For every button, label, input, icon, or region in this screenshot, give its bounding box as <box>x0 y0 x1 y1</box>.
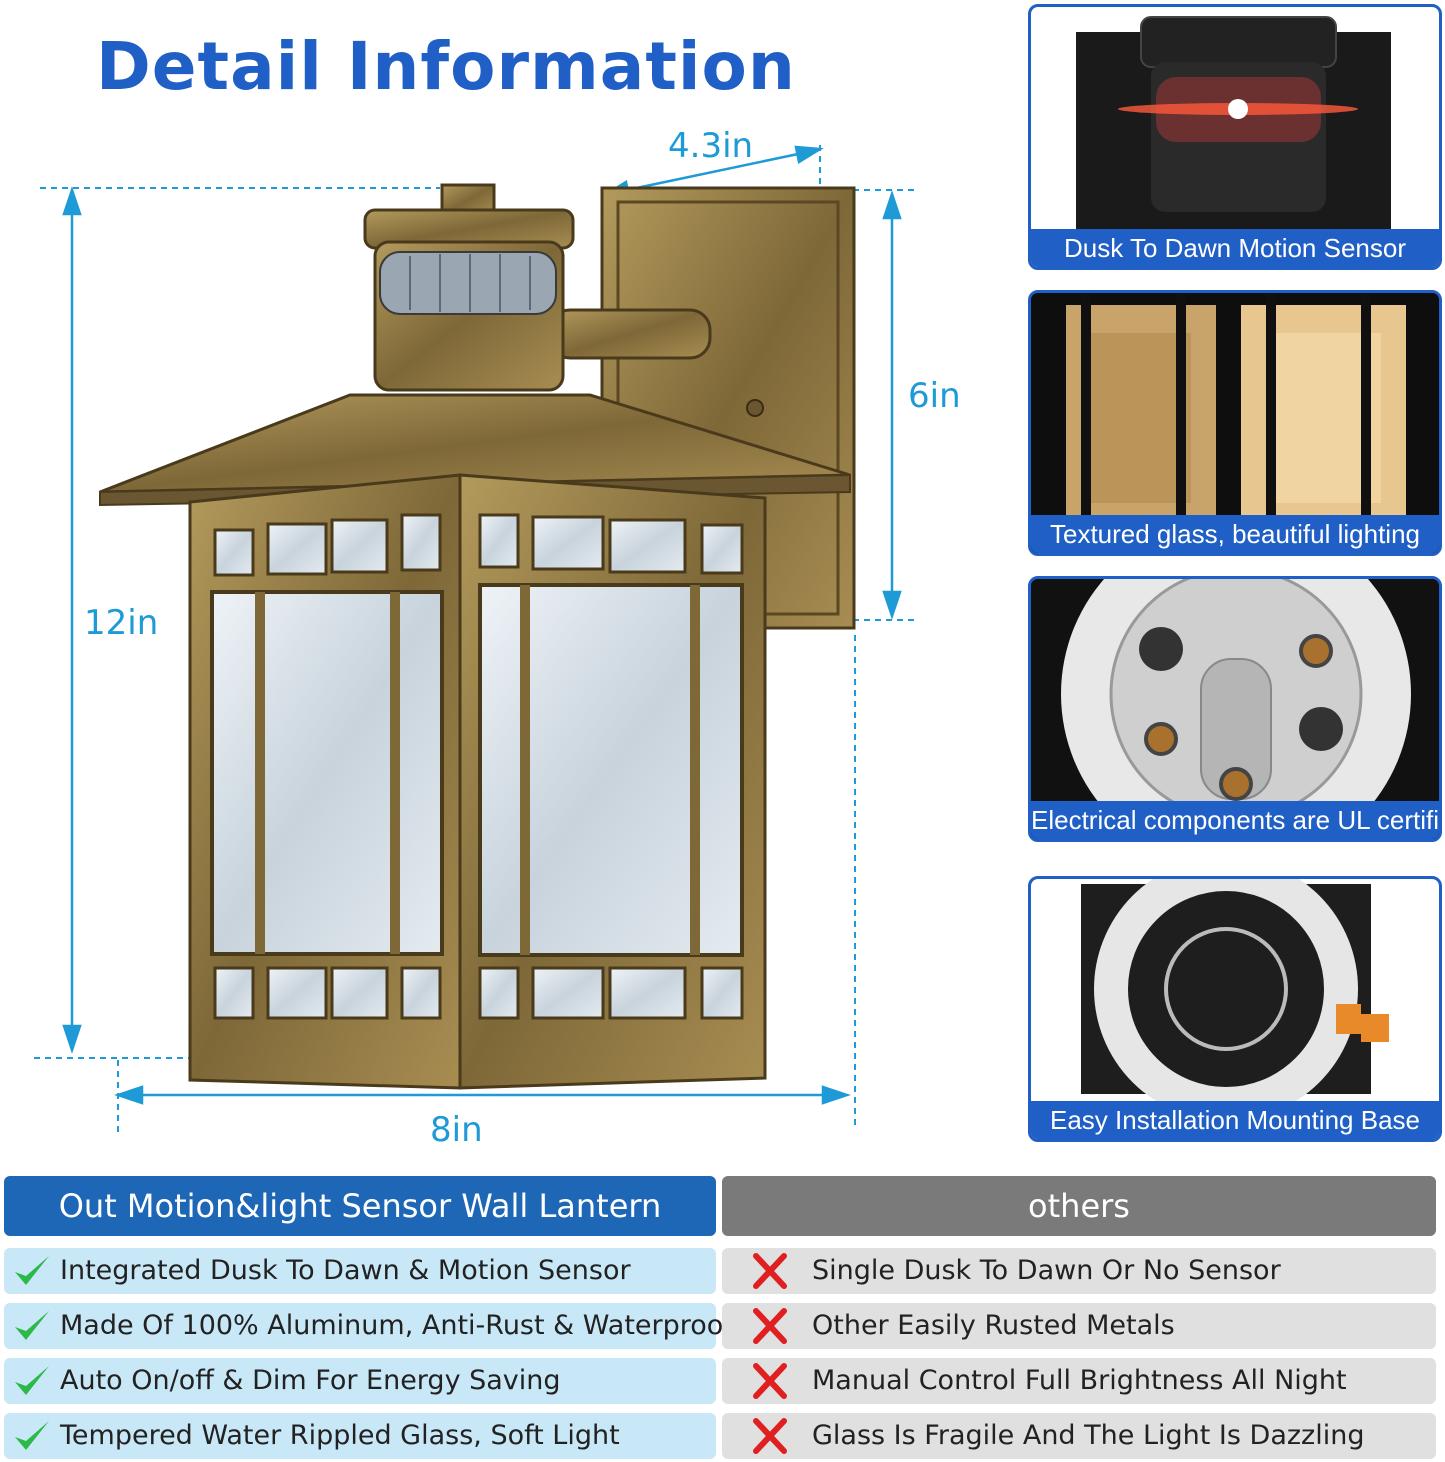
list-item: Single Dusk To Dawn Or No Sensor <box>722 1248 1436 1294</box>
dimension-backplate-height-label: 6in <box>908 376 961 416</box>
feature-comparison-left: Made Of 100% Aluminum, Anti-Rust & Water… <box>60 1310 733 1341</box>
cross-icon <box>753 1253 787 1289</box>
feature-panel-sensor: Dusk To Dawn Motion Sensor <box>1028 4 1442 270</box>
feature-comparison-right: Glass Is Fragile And The Light Is Dazzli… <box>812 1420 1365 1451</box>
check-icon <box>15 1421 49 1450</box>
check-icon <box>15 1311 49 1340</box>
feature-caption-ul: Electrical components are UL certified <box>1031 801 1439 839</box>
comparison-header-others: others <box>722 1176 1436 1236</box>
feature-panel-mounting: Easy Installation Mounting Base <box>1028 876 1442 1142</box>
feature-caption-sensor: Dusk To Dawn Motion Sensor <box>1031 229 1439 267</box>
list-item: Manual Control Full Brightness All Night <box>722 1358 1436 1404</box>
feature-comparison-left: Auto On/off & Dim For Energy Saving <box>60 1365 561 1396</box>
list-item: Made Of 100% Aluminum, Anti-Rust & Water… <box>4 1303 733 1349</box>
lantern-illustration <box>34 145 915 1135</box>
feature-comparison-right: Other Easily Rusted Metals <box>812 1310 1175 1341</box>
list-item: Integrated Dusk To Dawn & Motion Sensor <box>4 1248 716 1294</box>
page-title: Detail Information <box>96 28 796 105</box>
feature-panel-glass: Textured glass, beautiful lighting <box>1028 290 1442 556</box>
motion-sensor-image <box>1031 7 1439 267</box>
textured-glass-image <box>1031 293 1439 553</box>
cross-icon <box>753 1308 787 1344</box>
feature-comparison-left: Integrated Dusk To Dawn & Motion Sensor <box>60 1255 631 1286</box>
list-item: Other Easily Rusted Metals <box>722 1303 1436 1349</box>
feature-comparison-left: Tempered Water Rippled Glass, Soft Light <box>60 1420 620 1451</box>
mounting-base-image <box>1031 879 1439 1139</box>
feature-caption-mounting: Easy Installation Mounting Base <box>1031 1101 1439 1139</box>
cross-icon <box>753 1418 787 1454</box>
list-item: Tempered Water Rippled Glass, Soft Light <box>4 1413 716 1459</box>
comparison-header-product: Out Motion&light Sensor Wall Lantern <box>4 1176 716 1236</box>
dimension-depth-label: 4.3in <box>668 126 754 166</box>
feature-caption-glass: Textured glass, beautiful lighting <box>1031 515 1439 553</box>
list-item: Auto On/off & Dim For Energy Saving <box>4 1358 716 1404</box>
cross-icon <box>753 1363 787 1399</box>
feature-comparison-right: Manual Control Full Brightness All Night <box>812 1365 1347 1396</box>
ul-socket-image <box>1031 579 1439 839</box>
check-icon <box>15 1366 49 1395</box>
list-item: Glass Is Fragile And The Light Is Dazzli… <box>722 1413 1436 1459</box>
dimension-width-label: 8in <box>430 1110 483 1150</box>
feature-panel-ul: Electrical components are UL certified <box>1028 576 1442 842</box>
feature-comparison-right: Single Dusk To Dawn Or No Sensor <box>812 1255 1281 1286</box>
check-icon <box>15 1256 49 1285</box>
dimension-total-height-label: 12in <box>84 603 159 643</box>
